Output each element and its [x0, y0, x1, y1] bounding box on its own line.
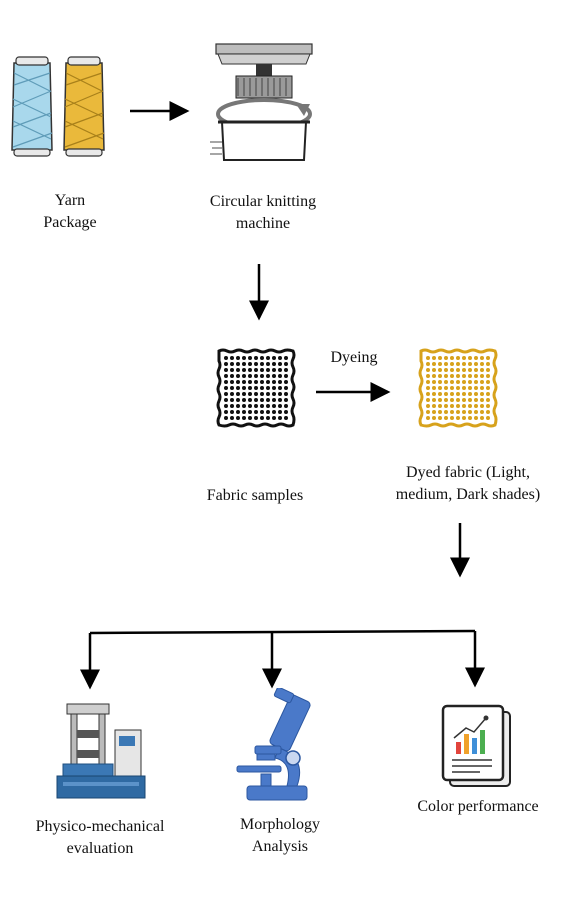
testing-machine-icon: [56, 703, 146, 799]
color-performance-label: Color performance: [417, 798, 539, 815]
yarn-package-label: Yarn Package: [43, 192, 97, 231]
branch-line: [89, 629, 476, 635]
dyed-fabric-swatch-icon: [418, 348, 498, 428]
circular-knitting-label: Circular knitting machine: [209, 193, 317, 232]
dyeing-edge-label: Dyeing: [330, 349, 378, 366]
fabric-swatch-icon: [216, 348, 296, 428]
chart-report-icon: [441, 704, 511, 787]
circular-knitting-machine-icon: [210, 43, 313, 161]
fabric-samples-label: Fabric samples: [206, 487, 304, 504]
dyed-fabric-label: Dyed fabric (Light, medium, Dark shades): [395, 464, 541, 503]
microscope-icon: [236, 688, 311, 801]
yarn-spools-icon: [11, 56, 105, 157]
physico-mechanical-label: Physico-mechanical evaluation: [35, 818, 165, 857]
morphology-analysis-label: Morphology Analysis: [240, 816, 320, 855]
